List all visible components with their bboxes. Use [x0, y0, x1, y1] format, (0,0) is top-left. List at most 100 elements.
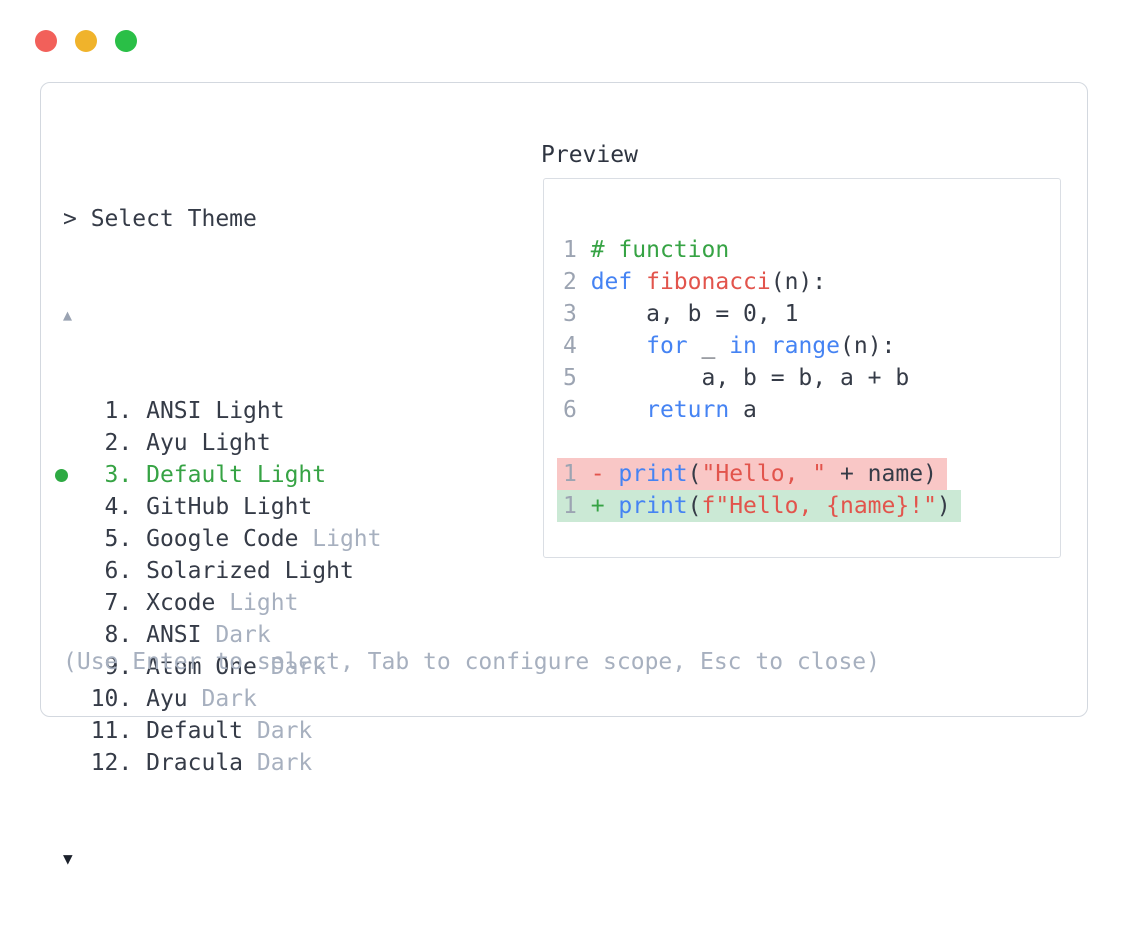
code-line: 5 a, b = b, a + b — [563, 362, 961, 394]
theme-item-name: Default — [146, 462, 257, 488]
hint-text: (Use Enter to select, Tab to configure s… — [63, 649, 880, 675]
code-token: _ — [687, 333, 730, 359]
theme-item-number: 6. — [63, 558, 147, 584]
theme-item-ayu-dark[interactable]: 10. Ayu Dark — [63, 683, 382, 715]
theme-picker-panel: > Select Theme ▲ 1. ANSI Light 2. Ayu Li… — [40, 82, 1088, 868]
code-token: + — [590, 493, 619, 519]
theme-item-google-code-light[interactable]: 5. Google Code Light — [63, 523, 382, 555]
window-controls — [35, 30, 137, 52]
code-token: a, b = 0, 1 — [590, 301, 799, 327]
theme-item-variant: Light — [284, 558, 354, 584]
theme-item-name: Dracula — [146, 750, 257, 776]
theme-item-number: 11. — [63, 718, 147, 744]
line-number: 3 — [563, 301, 591, 327]
code-token: (n): — [770, 269, 827, 295]
code-token: a, b = b, a + b — [590, 365, 910, 391]
code-token: fibonacci — [646, 269, 771, 295]
theme-item-default-dark[interactable]: 11. Default Dark — [63, 715, 382, 747]
code-token — [591, 397, 646, 423]
theme-item-variant: Light — [201, 430, 271, 456]
code-token: (n): — [840, 333, 896, 359]
code-token: ) — [936, 493, 951, 519]
theme-item-solarized-light[interactable]: 6. Solarized Light — [63, 555, 382, 587]
zoom-button[interactable] — [115, 30, 137, 52]
theme-item-variant: Light — [215, 398, 285, 424]
line-number: 1 — [563, 237, 591, 263]
theme-item-variant: Dark — [201, 686, 257, 712]
theme-item-atom-one-dark[interactable]: 9. Atom One Dark — [63, 651, 382, 683]
theme-item-variant: Light — [243, 494, 313, 520]
code-token: f"Hello, {name}!" — [701, 493, 937, 519]
code-token: print — [618, 493, 688, 519]
code-token: "Hello, " — [701, 461, 827, 487]
theme-item-xcode-light[interactable]: 7. Xcode Light — [63, 587, 382, 619]
code-token — [757, 333, 771, 359]
code-line: 4 for _ in range(n): — [563, 330, 961, 362]
theme-item-github-light[interactable]: 4. GitHub Light — [63, 491, 382, 523]
code-line: 1 # function — [563, 234, 961, 266]
theme-item-name: ANSI — [146, 622, 216, 648]
code-token: a — [729, 397, 757, 423]
theme-item-number: 1. — [63, 398, 147, 424]
theme-item-dracula-dark[interactable]: 12. Dracula Dark — [63, 747, 382, 779]
theme-item-number: 3. — [63, 462, 147, 488]
code-token: # function — [590, 237, 730, 263]
code-line-removed: 1 - print("Hello, " + name) — [557, 458, 947, 490]
theme-item-name: Solarized — [146, 558, 285, 584]
theme-item-name: Xcode — [146, 590, 230, 616]
theme-item-variant: Dark — [270, 654, 327, 680]
code-line: 6 return a — [563, 394, 961, 426]
theme-item-number: 5. — [63, 526, 147, 552]
theme-item-ayu-light[interactable]: 2. Ayu Light — [63, 427, 382, 459]
code-line: 3 a, b = 0, 1 — [563, 298, 961, 330]
theme-list: > Select Theme ▲ 1. ANSI Light 2. Ayu Li… — [55, 139, 382, 939]
code-line-added: 1 + print(f"Hello, {name}!") — [557, 490, 961, 522]
theme-item-number: 12. — [63, 750, 147, 776]
theme-item-number: 8. — [63, 622, 147, 648]
theme-item-number: 2. — [63, 430, 147, 456]
theme-item-number: 4. — [63, 494, 147, 520]
line-number: 2 — [563, 269, 591, 295]
theme-item-name: GitHub — [146, 494, 244, 520]
code-line: 2 def fibonacci(n): — [563, 266, 961, 298]
theme-item-ansi-light[interactable]: 1. ANSI Light — [63, 395, 382, 427]
line-number: 6 — [563, 397, 591, 423]
prompt: > Select Theme — [63, 206, 257, 232]
theme-item-name: Default — [146, 718, 257, 744]
scroll-down-icon[interactable]: ▼ — [63, 849, 73, 868]
code-line-blank — [563, 426, 961, 458]
theme-item-variant: Dark — [256, 718, 313, 744]
code-token — [632, 269, 646, 295]
preview-label: Preview — [541, 142, 638, 168]
theme-item-name: ANSI — [146, 398, 216, 424]
minimize-button[interactable] — [75, 30, 97, 52]
code-token: ( — [687, 493, 702, 519]
theme-item-default-light[interactable]: 3. Default Light — [55, 459, 382, 491]
line-number: 1 — [563, 493, 591, 519]
code-token: print — [618, 461, 688, 487]
line-number: 1 — [563, 461, 591, 487]
theme-item-variant: Light — [256, 462, 327, 488]
theme-item-variant: Light — [312, 526, 382, 552]
line-number: 4 — [563, 333, 591, 359]
theme-item-number: 9. — [63, 654, 147, 680]
code-token: def — [590, 269, 633, 295]
theme-item-variant: Dark — [215, 622, 271, 648]
theme-item-number: 10. — [63, 686, 147, 712]
code-token: for — [646, 333, 688, 359]
theme-item-ansi-dark[interactable]: 8. ANSI Dark — [63, 619, 382, 651]
theme-item-name: Atom One — [146, 654, 271, 680]
close-button[interactable] — [35, 30, 57, 52]
line-number: 5 — [563, 365, 591, 391]
code-token: + name) — [826, 461, 937, 487]
selected-dot-icon — [55, 469, 68, 482]
theme-item-variant: Light — [229, 590, 299, 616]
code-token: - — [590, 461, 619, 487]
scroll-up-icon[interactable]: ▲ — [63, 306, 73, 324]
theme-item-number: 7. — [63, 590, 147, 616]
code-token: in — [729, 333, 757, 359]
code-token: ( — [687, 461, 702, 487]
theme-item-name: Ayu — [146, 430, 202, 456]
theme-item-name: Google Code — [146, 526, 313, 552]
